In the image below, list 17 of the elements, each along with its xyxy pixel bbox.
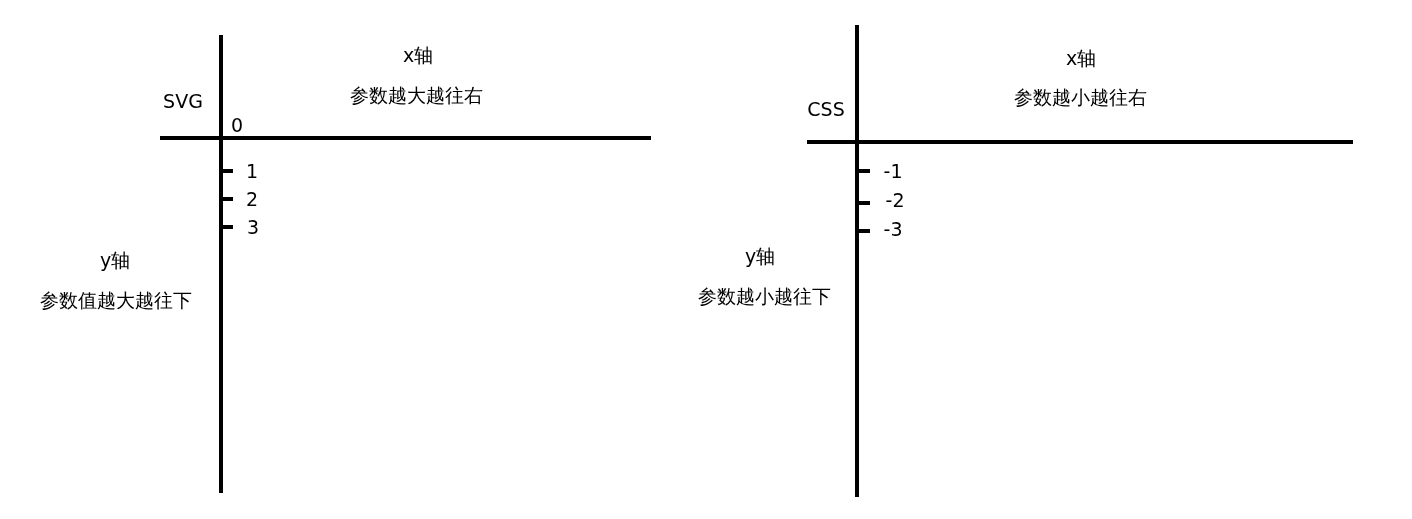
tick-label: 1 (245, 159, 259, 183)
coordinate-system-label: CSS (807, 97, 845, 121)
axis-title: x轴 (402, 43, 434, 67)
axis-description: 参数越小越往右 (1013, 85, 1147, 109)
tick-label: -3 (883, 217, 903, 241)
coordinate-system-label: SVG (163, 89, 203, 113)
axis-title: y轴 (744, 244, 776, 268)
tick-label: -1 (883, 159, 903, 183)
axis-description: 参数值越大越往下 (40, 288, 192, 312)
tick-label: 2 (245, 187, 259, 211)
axis-title: x轴 (1065, 46, 1097, 70)
origin-label: 0 (230, 113, 244, 137)
axis-description: 参数越小越往下 (697, 284, 831, 308)
axis-title: y轴 (99, 248, 131, 272)
tick-label: -2 (885, 188, 905, 212)
axis-description: 参数越大越往右 (349, 83, 483, 107)
tick-label: 3 (246, 215, 260, 239)
